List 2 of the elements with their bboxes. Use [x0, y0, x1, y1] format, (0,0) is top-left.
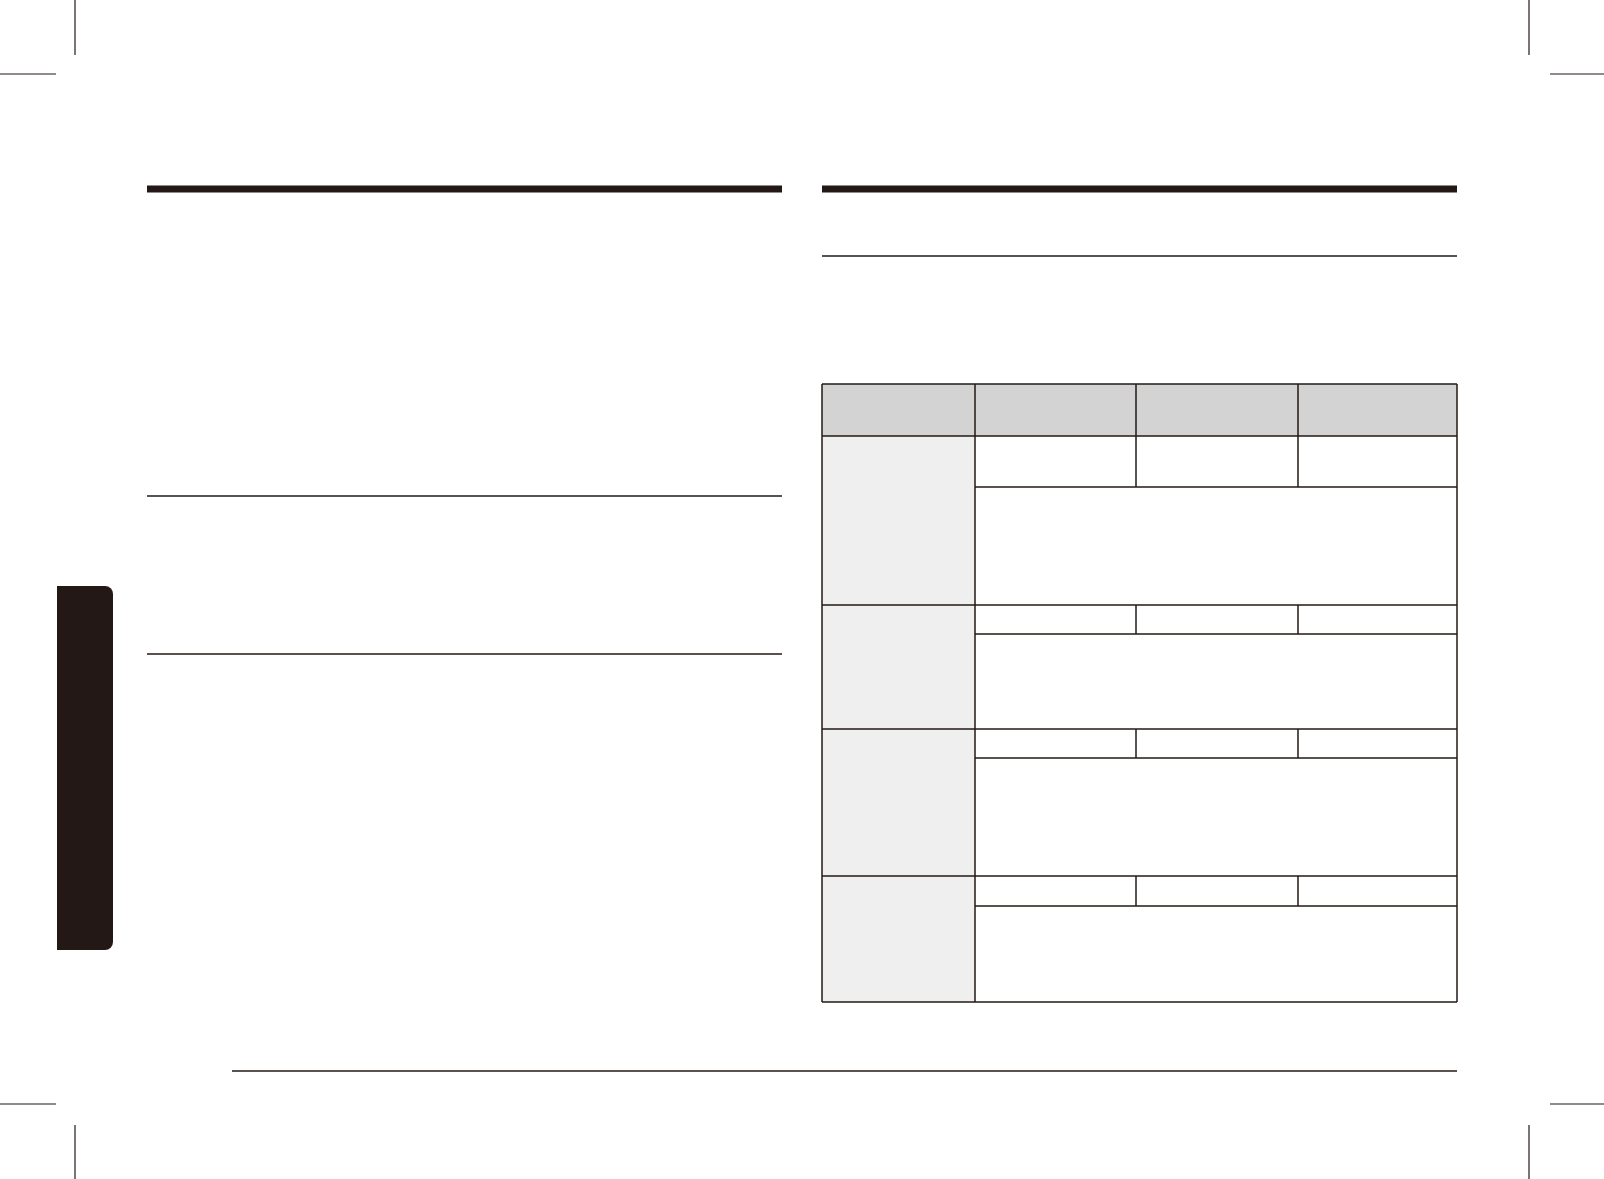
side-tab	[57, 586, 113, 950]
table-grid	[822, 384, 1458, 1003]
